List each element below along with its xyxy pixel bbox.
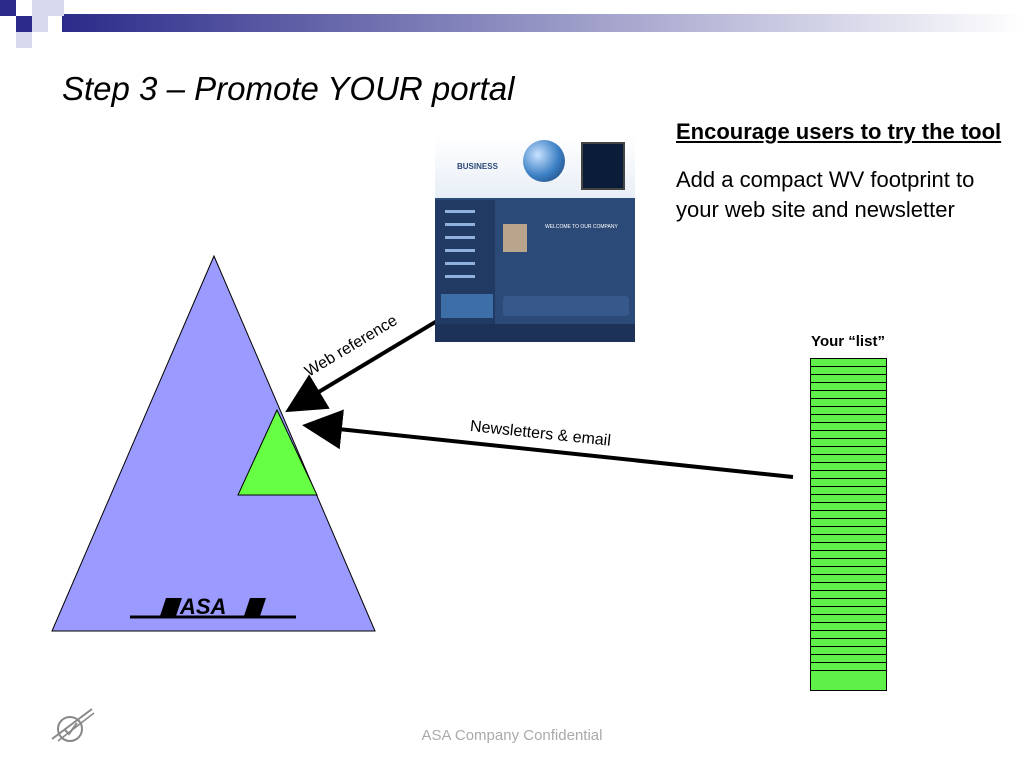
list-row bbox=[811, 455, 886, 463]
body-text: Add a compact WV footprint to your web s… bbox=[676, 167, 975, 222]
list-row bbox=[811, 655, 886, 663]
list-row bbox=[811, 495, 886, 503]
list-row bbox=[811, 663, 886, 671]
list-row bbox=[811, 671, 886, 679]
list-stack bbox=[810, 358, 887, 691]
thumbnail-brand: BUSINESS bbox=[457, 162, 498, 171]
section-heading: Encourage users to try the tool bbox=[676, 119, 1002, 144]
list-row bbox=[811, 591, 886, 599]
list-row bbox=[811, 543, 886, 551]
list-row bbox=[811, 551, 886, 559]
pyramid-shape bbox=[51, 254, 376, 632]
footer-text: ASA Company Confidential bbox=[421, 727, 603, 744]
inner-triangle bbox=[237, 408, 318, 496]
list-row bbox=[811, 623, 886, 631]
globe-icon bbox=[523, 140, 565, 182]
monitor-icon bbox=[581, 142, 625, 190]
list-row bbox=[811, 583, 886, 591]
header-decoration bbox=[0, 0, 1024, 48]
list-row bbox=[811, 639, 886, 647]
list-row bbox=[811, 607, 886, 615]
website-thumbnail: BUSINESS WELCOME TO OUR COMPANY bbox=[435, 136, 635, 342]
list-row bbox=[811, 479, 886, 487]
list-row bbox=[811, 503, 886, 511]
list-row bbox=[811, 415, 886, 423]
newsletter-box bbox=[441, 294, 493, 318]
list-row bbox=[811, 407, 886, 415]
list-row bbox=[811, 487, 886, 495]
list-row bbox=[811, 647, 886, 655]
list-row bbox=[811, 599, 886, 607]
thumbnail-sidebar bbox=[435, 200, 495, 342]
pyramid-logo-text: ASA bbox=[179, 594, 226, 619]
list-row bbox=[811, 399, 886, 407]
partner-logos-bar bbox=[503, 296, 629, 316]
list-row bbox=[811, 511, 886, 519]
your-list-label: Your “list” bbox=[811, 333, 885, 350]
list-row bbox=[811, 615, 886, 623]
list-row bbox=[811, 431, 886, 439]
list-row bbox=[811, 567, 886, 575]
newsletters-arrow bbox=[302, 409, 794, 479]
thumbnail-footer bbox=[435, 324, 635, 342]
slide-title: Step 3 – Promote YOUR portal bbox=[62, 70, 515, 107]
list-row bbox=[811, 439, 886, 447]
list-row bbox=[811, 423, 886, 431]
person-photo bbox=[503, 224, 527, 252]
list-row bbox=[811, 535, 886, 543]
list-row bbox=[811, 631, 886, 639]
thumbnail-welcome: WELCOME TO OUR COMPANY bbox=[545, 224, 618, 230]
list-row bbox=[811, 375, 886, 383]
list-row bbox=[811, 575, 886, 583]
list-row bbox=[811, 463, 886, 471]
list-row bbox=[811, 471, 886, 479]
list-row bbox=[811, 527, 886, 535]
list-row bbox=[811, 519, 886, 527]
asa-logo: ASA bbox=[130, 594, 296, 619]
signature-logo-icon bbox=[51, 708, 95, 742]
list-row bbox=[811, 383, 886, 391]
list-row bbox=[811, 359, 886, 367]
list-row bbox=[811, 559, 886, 567]
list-row bbox=[811, 391, 886, 399]
list-row bbox=[811, 447, 886, 455]
list-row bbox=[811, 367, 886, 375]
